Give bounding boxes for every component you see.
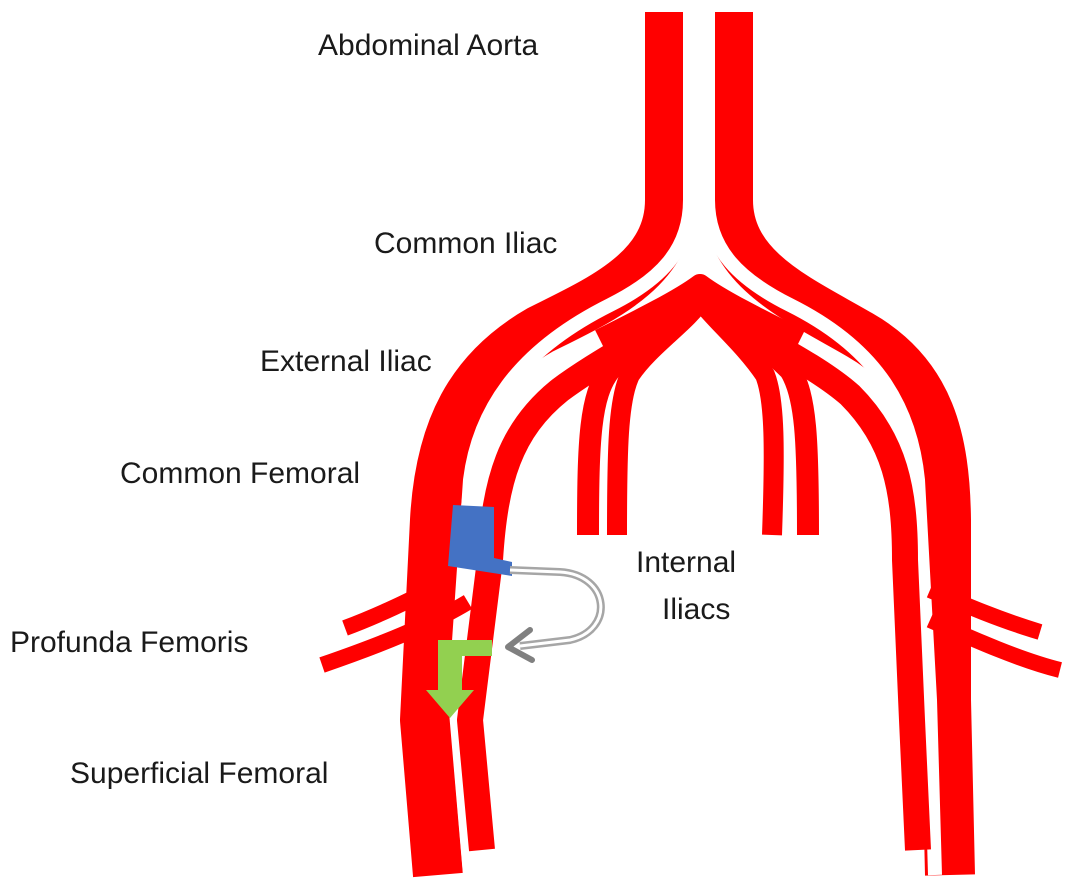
label-profunda-femoris: Profunda Femoris — [10, 625, 248, 661]
label-superficial-femoral: Superficial Femoral — [70, 756, 328, 792]
label-external-iliac: External Iliac — [260, 344, 432, 380]
label-internal-iliacs-line2: Iliacs — [662, 592, 730, 628]
label-common-iliac: Common Iliac — [374, 226, 557, 262]
label-internal-iliacs-line1: Internal — [636, 545, 736, 581]
artery-network — [425, 12, 950, 875]
label-common-femoral: Common Femoral — [120, 456, 360, 492]
label-abdominal-aorta: Abdominal Aorta — [318, 28, 538, 64]
